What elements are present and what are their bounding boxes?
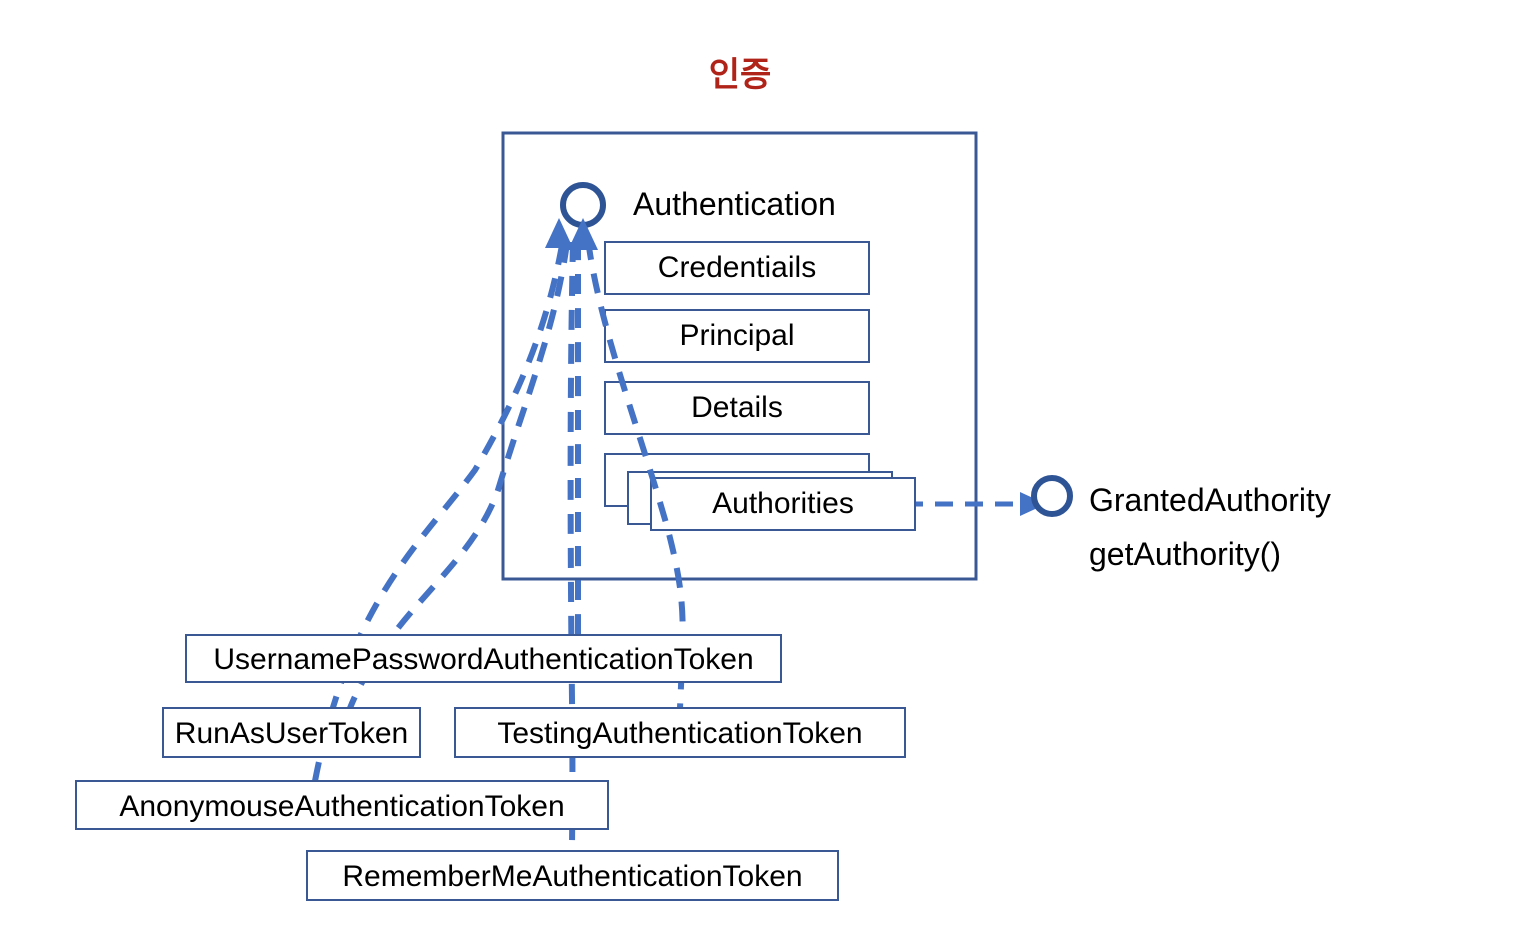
link-anonymousetoken-authentication [312, 244, 565, 782]
field-box-credentiails[interactable] [604, 241, 870, 295]
authentication-package-box [501, 131, 978, 581]
link-remembermetoken-authentication [567, 241, 576, 852]
link-runasusertoken-authentication [347, 242, 570, 710]
token-box-anonymouseauthenticationtoken[interactable] [75, 780, 609, 830]
token-box-testingauthenticationtoken[interactable] [454, 707, 906, 758]
field-box-authorities-front[interactable] [650, 477, 916, 531]
grantedauthority-interface-circle[interactable] [1031, 475, 1073, 517]
token-box-remembermeauthenticationtoken[interactable] [306, 850, 839, 901]
arrowhead-authentication-right [568, 218, 598, 250]
arrowhead-authentication-left [545, 218, 573, 248]
link-testingauthenticationtoken-authentication [585, 239, 686, 709]
field-box-principal[interactable] [604, 309, 870, 363]
token-box-usernamepasswordauthenticationtoken[interactable] [185, 634, 782, 683]
token-box-runasusertoken[interactable] [162, 707, 421, 758]
field-box-details[interactable] [604, 381, 870, 435]
